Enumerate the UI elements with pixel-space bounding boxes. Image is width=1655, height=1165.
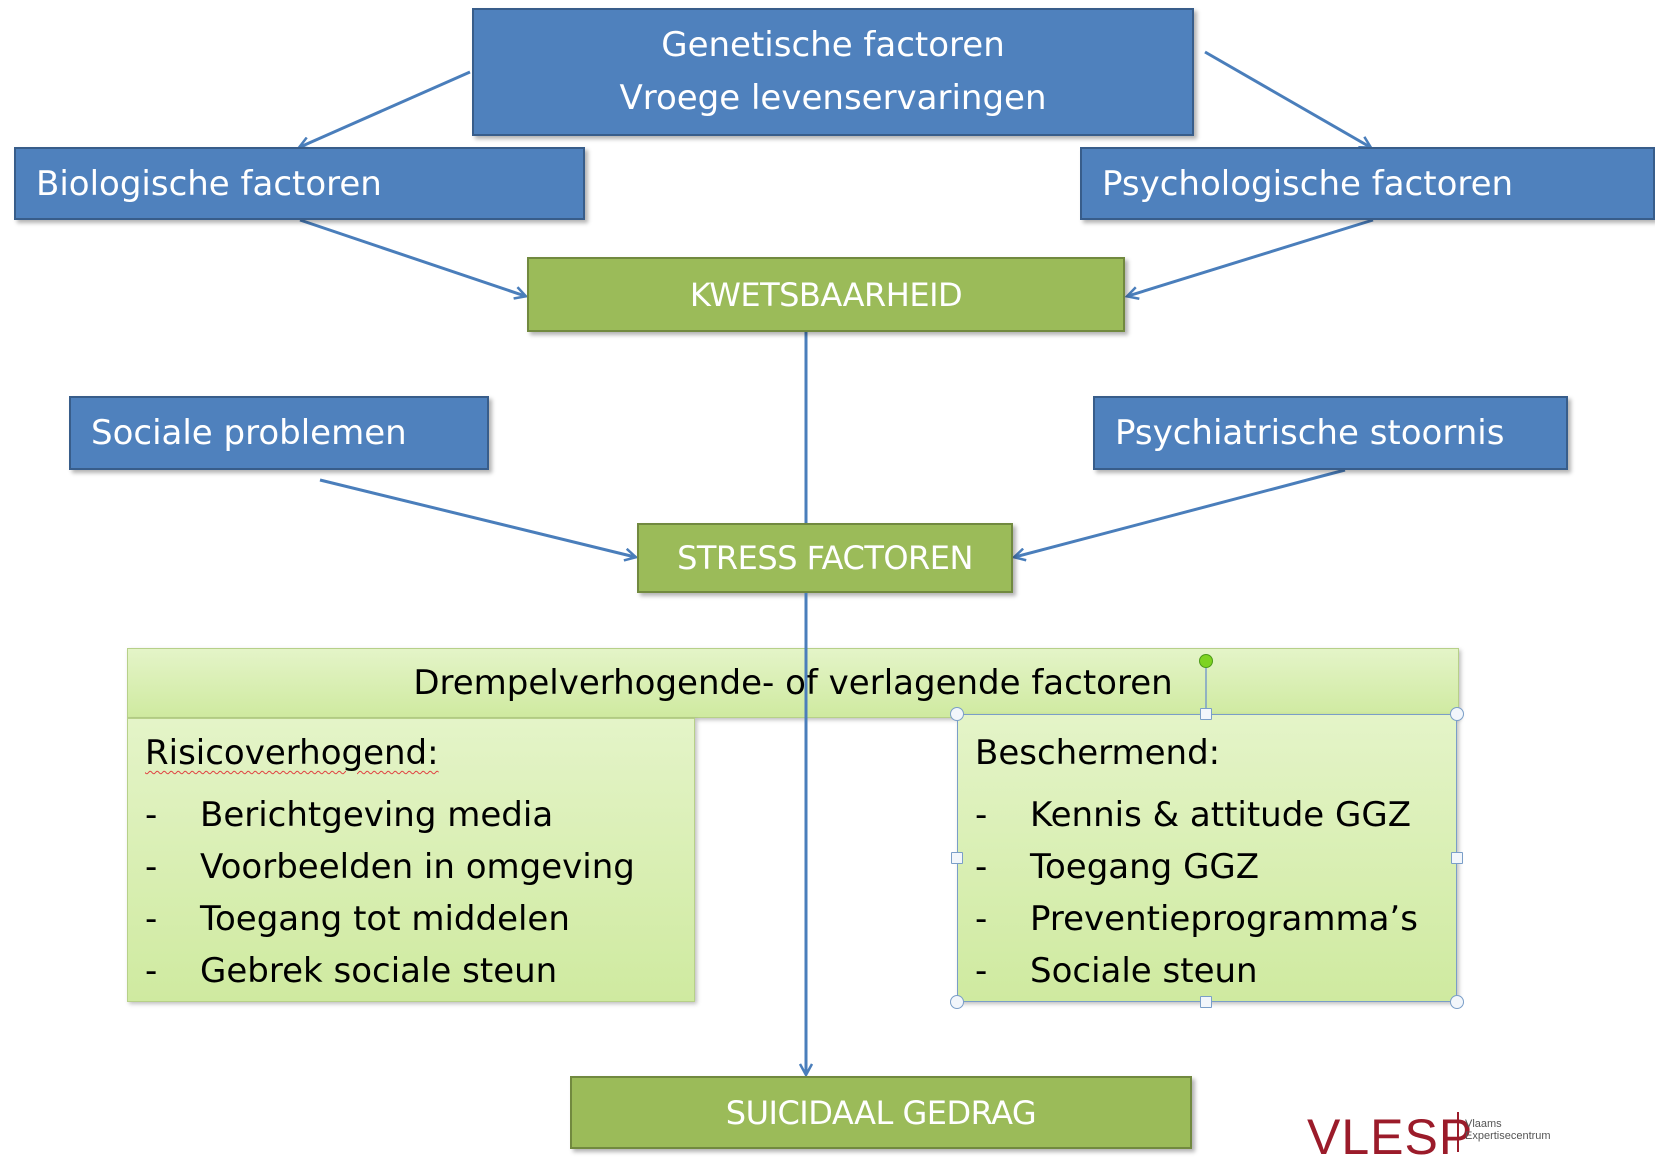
vlesp-logo: VLESP [1307,1109,1474,1165]
arrow-social-to-stress [319,478,635,557]
arrow-psychological-to-vulnerability [1128,218,1374,296]
rotate-handle[interactable] [1199,654,1213,668]
arrow-genetic-to-psychological [1204,50,1370,147]
resize-handle-bottom[interactable] [1200,996,1212,1008]
node-vulnerability: KWETSBAARHEID [527,257,1125,332]
protective-title: Beschermend: [975,733,1221,773]
risk-item-label: Berichtgeving media [200,795,554,835]
risk-list: -Berichtgeving media -Voorbeelden in omg… [145,789,635,997]
protective-item-label: Toegang GGZ [1030,847,1260,887]
list-item: -Voorbeelden in omgeving [145,847,635,887]
threshold-label: Drempelverhogende- of verlagende factore… [413,663,1173,703]
resize-handle-top[interactable] [1200,708,1212,720]
risk-item-label: Toegang tot middelen [200,899,570,939]
node-psychological-factors: Psychologische factoren [1080,147,1655,220]
node-suicidal-behaviour: SUICIDAAL GEDRAG [570,1076,1192,1149]
protective-panel[interactable]: Beschermend: -Kennis & attitude GGZ -Toe… [957,714,1457,1002]
node-stress-factors: STRESS FACTOREN [637,523,1013,593]
list-item: -Toegang tot middelen [145,899,570,939]
resize-handle-left[interactable] [951,852,963,864]
protective-list: -Kennis & attitude GGZ -Toegang GGZ -Pre… [975,789,1418,997]
logo-divider [1457,1112,1459,1152]
risk-title: Risicoverhogend: [145,733,439,773]
node-biological-label: Biologische factoren [36,163,382,204]
node-vulnerability-label: KWETSBAARHEID [689,275,963,314]
threshold-header: Drempelverhogende- of verlagende factore… [127,648,1459,718]
node-genetic-line1: Genetische factoren [661,25,1005,65]
node-stress-label: STRESS FACTOREN [677,539,973,577]
node-genetic-line2: Vroege levenservaringen [619,78,1047,118]
arrow-psychiatric-to-stress [1015,468,1346,557]
protective-item-label: Kennis & attitude GGZ [1030,795,1412,835]
arrow-biological-to-vulnerability [299,218,525,296]
list-item: -Preventieprogramma’s [975,899,1418,939]
risk-item-label: Voorbeelden in omgeving [200,847,635,887]
resize-handle-right[interactable] [1451,852,1463,864]
node-biological-factors: Biologische factoren [14,147,585,220]
resize-handle-top-right[interactable] [1450,707,1464,721]
risk-item-label: Gebrek sociale steun [200,951,558,991]
node-suicidal-label: SUICIDAAL GEDRAG [725,1093,1037,1132]
list-item: -Berichtgeving media [145,795,554,835]
list-item: -Kennis & attitude GGZ [975,795,1412,835]
logo-subtitle: Vlaams Expertisecentrum [1465,1118,1551,1142]
node-social-problems: Sociale problemen [69,396,489,470]
protective-item-label: Sociale steun [1030,951,1258,991]
resize-handle-top-left[interactable] [950,707,964,721]
resize-handle-bottom-left[interactable] [950,995,964,1009]
node-psychological-label: Psychologische factoren [1102,163,1514,204]
node-genetic-factors: Genetische factoren Vroege levenservarin… [472,8,1194,136]
node-psychiatric-disorder: Psychiatrische stoornis [1093,396,1568,470]
resize-handle-bottom-right[interactable] [1450,995,1464,1009]
list-item: -Sociale steun [975,951,1258,991]
logo-line1: Vlaams [1465,1118,1502,1130]
list-item: -Gebrek sociale steun [145,951,558,991]
risk-increasing-panel: Risicoverhogend: -Berichtgeving media -V… [127,718,695,1002]
node-social-problems-label: Sociale problemen [91,413,407,453]
node-psychiatric-label: Psychiatrische stoornis [1115,413,1505,453]
logo-line2: Expertisecentrum [1465,1130,1551,1142]
arrow-genetic-to-biological [300,70,471,147]
list-item: -Toegang GGZ [975,847,1260,887]
protective-item-label: Preventieprogramma’s [1030,899,1418,939]
